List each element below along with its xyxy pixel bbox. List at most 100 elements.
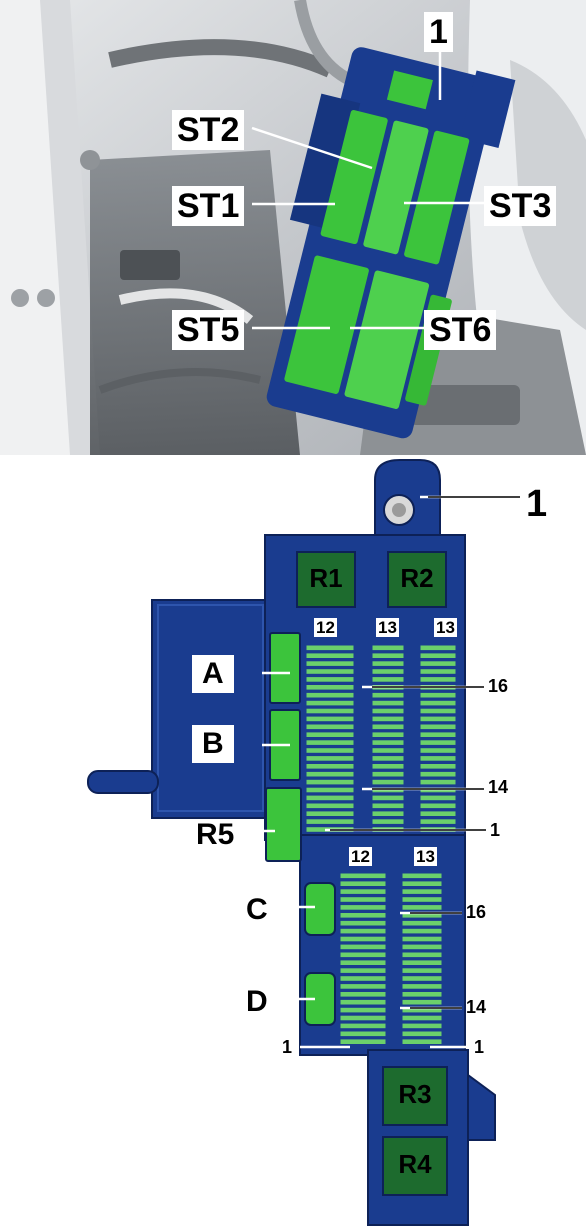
fuse-slot	[371, 699, 405, 707]
photo-scene	[0, 0, 586, 455]
fuse-c-label: C	[246, 893, 268, 926]
diagram-bracket-label: 1	[526, 483, 548, 525]
fuse-slot	[339, 951, 387, 959]
upper-row-16: 16	[488, 676, 509, 696]
fuse-slot	[305, 652, 355, 659]
fuse-a-label: A	[192, 655, 234, 693]
lower-row-16: 16	[466, 902, 487, 922]
fuse-slot	[339, 991, 387, 998]
fuse-slot	[305, 778, 355, 786]
fuse-slot	[371, 778, 405, 786]
st6-label: ST6	[424, 310, 497, 350]
fuse-slot	[305, 676, 355, 683]
fuse-box-photo	[266, 47, 516, 439]
fuse-slot	[305, 810, 355, 817]
upper-row-14: 14	[488, 777, 509, 797]
fuse-slot	[339, 880, 387, 887]
fuse-slot	[371, 818, 405, 825]
fuse-slot	[419, 810, 457, 817]
fuse-slot	[305, 770, 355, 778]
fuse-slot	[371, 747, 405, 754]
fuse-slot	[339, 919, 387, 927]
fuse-slot	[419, 644, 457, 652]
fuse-slot	[371, 652, 405, 659]
diagram-drawing	[87, 459, 520, 1226]
fuse-slot	[401, 975, 443, 982]
fuse-slot	[339, 935, 387, 943]
fuse-slot	[305, 644, 355, 652]
fuse-slot	[305, 668, 355, 675]
fuse-slot	[339, 1006, 387, 1014]
fuse-b-label: B	[192, 725, 234, 763]
relay-r5-label: R5	[196, 818, 235, 851]
bracket-label: 1	[424, 12, 453, 52]
fuse-slot	[419, 778, 457, 786]
fuse-slot	[419, 699, 457, 707]
fuse-slot	[419, 818, 457, 825]
lower-row-1-right: 1	[474, 1037, 485, 1057]
fuse-slot	[305, 763, 355, 770]
fuse-slot	[305, 723, 355, 731]
fuse-slot	[339, 1022, 387, 1030]
fuse-slot	[339, 1030, 387, 1038]
fuse-slot	[401, 888, 443, 895]
photo-leader-lines	[251, 48, 486, 330]
fuse-slot	[371, 755, 405, 762]
fuse-slot	[371, 739, 405, 746]
lower-row-1-left: 1	[282, 1037, 293, 1057]
lower-col-12: 12	[349, 847, 372, 866]
fuse-slot	[339, 896, 387, 903]
fuse-slot	[305, 786, 355, 794]
fuse-slot	[339, 888, 387, 895]
fuse-slot	[339, 1014, 387, 1022]
fuse-slot	[419, 763, 457, 770]
fuse-slot	[305, 715, 355, 723]
fuse-slot	[419, 660, 457, 667]
fuse-slot	[371, 802, 405, 810]
fuse-slot	[305, 794, 355, 802]
fuse-slot	[371, 794, 405, 802]
fuse-slot	[401, 927, 443, 935]
fuse-slot	[305, 699, 355, 707]
fuse-slot	[401, 896, 443, 903]
fuse-slot	[419, 676, 457, 683]
fuse-slot	[419, 794, 457, 802]
fuse-slot	[371, 763, 405, 770]
lower-col-13: 13	[414, 847, 437, 866]
fuse-slot	[305, 755, 355, 762]
fuse-slot	[371, 676, 405, 683]
fuse-slot	[401, 904, 443, 911]
fuse-slot	[305, 707, 355, 715]
fuse-slot	[401, 872, 443, 880]
relay-r4-label: R4	[398, 1149, 432, 1179]
fuse-slot	[305, 691, 355, 699]
fuse-slot	[401, 991, 443, 998]
fuse-slot	[419, 668, 457, 675]
fuse-slot	[419, 802, 457, 810]
fuse-slot	[339, 975, 387, 982]
fuse-slot	[339, 1038, 387, 1046]
fuse-slot	[419, 731, 457, 738]
fuse-slot	[371, 770, 405, 778]
lower-fuse-slots	[339, 872, 443, 1046]
fuse-slot	[401, 943, 443, 951]
fuse-slot	[339, 959, 387, 966]
fuse-slot	[419, 723, 457, 731]
fuse-slot	[305, 818, 355, 825]
upper-row-1: 1	[490, 820, 501, 840]
lower-row-14: 14	[466, 997, 487, 1017]
fuse-slot	[371, 715, 405, 723]
fuse-slot	[401, 935, 443, 943]
fuse-slot	[371, 691, 405, 699]
fuse-slot	[419, 755, 457, 762]
fuse-slot	[419, 707, 457, 715]
st3-label: ST3	[484, 186, 557, 226]
fuse-slot	[305, 684, 355, 691]
fuse-slot	[401, 1022, 443, 1030]
vehicle-photo: 1 ST2 ST1 ST3 ST5 ST6	[0, 0, 586, 455]
fuse-slot	[305, 747, 355, 754]
fuse-box-diagram: 1 R1 R2 R3 R4 A B R5 C D 12 13 13 16 14 …	[0, 455, 586, 1228]
fuse-slot	[419, 715, 457, 723]
fuse-slot	[339, 967, 387, 974]
fuse-slot	[371, 707, 405, 715]
